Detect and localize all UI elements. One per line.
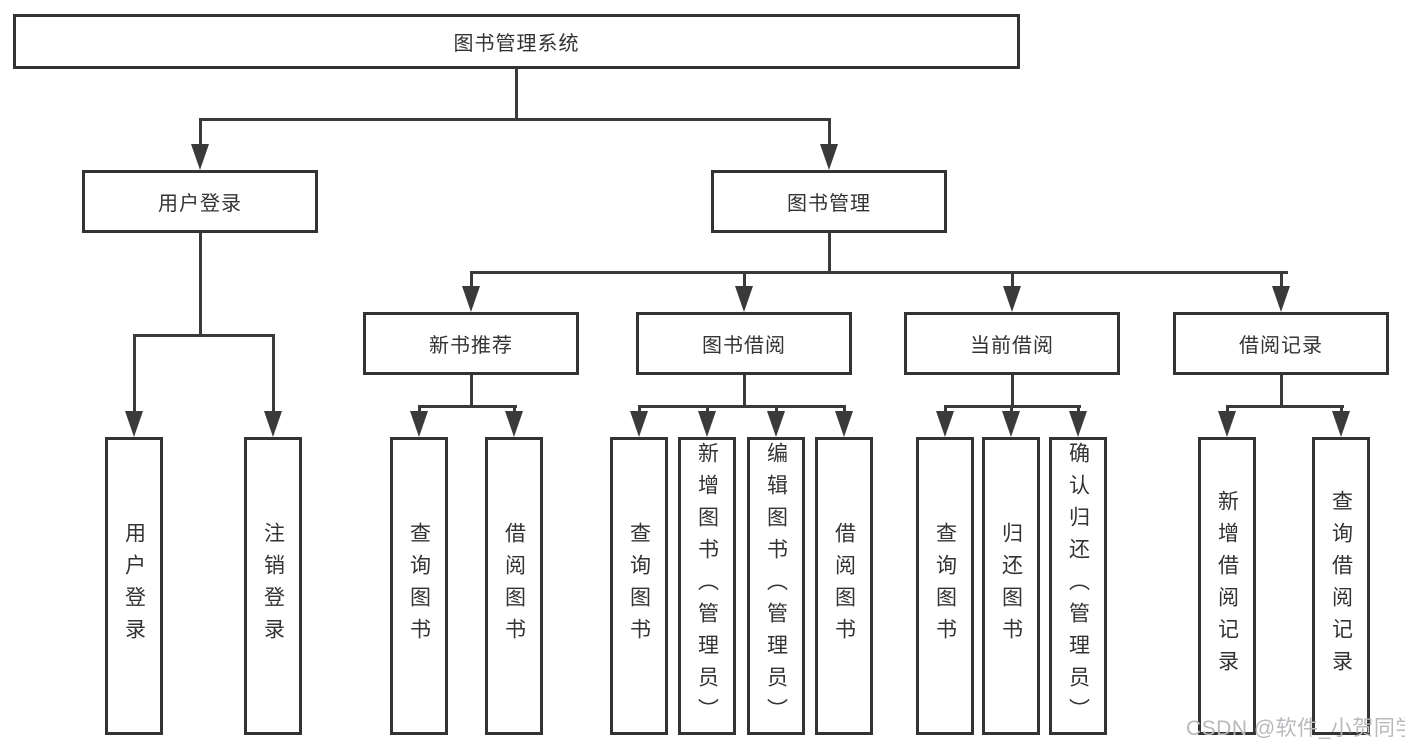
connector-stem — [271, 335, 275, 415]
connector-arrowhead — [835, 411, 853, 437]
connector-stem — [514, 69, 518, 119]
connector-arrowhead — [505, 411, 523, 437]
watermark: CSDN @软件_小贺同学 — [1186, 717, 1405, 740]
connector-stem — [1009, 406, 1013, 414]
connector-stem — [705, 406, 709, 414]
connector-stem — [198, 119, 202, 150]
connector-stem — [637, 406, 641, 414]
connector-stem — [842, 406, 846, 414]
connector-stem — [943, 406, 947, 414]
leaf-query-books-borrow: 查询图书 — [610, 437, 668, 735]
node-current-borrow-label: 当前借阅 — [970, 335, 1054, 357]
node-book-borrow: 图书借阅 — [636, 312, 852, 375]
node-borrow-records-label: 借阅记录 — [1239, 335, 1323, 357]
connector-stem — [1225, 406, 1229, 414]
connector-arrowhead — [125, 411, 143, 437]
connector-arrowhead — [462, 286, 480, 312]
node-root-label: 图书管理系统 — [453, 33, 580, 55]
connector-stem — [132, 335, 136, 415]
connector-stem — [1010, 272, 1014, 288]
connector-stem — [827, 119, 831, 150]
node-current-borrow: 当前借阅 — [904, 312, 1120, 375]
node-new-book-recommend-label: 新书推荐 — [429, 335, 513, 357]
connector-bar — [417, 404, 517, 408]
node-book-management: 图书管理 — [711, 170, 947, 233]
connector-arrowhead — [191, 144, 209, 170]
leaf-confirm-return-admin: 确认归还（管理员） — [1049, 437, 1107, 735]
connector-stem — [1339, 406, 1343, 414]
connector-stem — [742, 375, 746, 407]
connector-arrowhead — [410, 411, 428, 437]
connector-bar — [132, 333, 275, 337]
leaf-return-book-label: 归还图书 — [999, 522, 1023, 650]
leaf-add-book-admin-label: 新增图书（管理员） — [695, 442, 719, 730]
connector-stem — [512, 406, 516, 414]
leaf-user-login-label: 用户登录 — [122, 522, 146, 650]
connector-stem — [1279, 272, 1283, 288]
connector-arrowhead — [767, 411, 785, 437]
connector-arrowhead — [1002, 411, 1020, 437]
leaf-query-books-current: 查询图书 — [916, 437, 974, 735]
connector-stem — [1010, 375, 1014, 407]
leaf-borrow-books-recommend: 借阅图书 — [485, 437, 543, 735]
connector-arrowhead — [264, 411, 282, 437]
connector-arrowhead — [936, 411, 954, 437]
leaf-user-login: 用户登录 — [105, 437, 163, 735]
leaf-edit-book-admin-label: 编辑图书（管理员） — [764, 442, 788, 730]
connector-stem — [417, 406, 421, 414]
connector-arrowhead — [1218, 411, 1236, 437]
node-borrow-records: 借阅记录 — [1173, 312, 1389, 375]
connector-arrowhead — [820, 144, 838, 170]
leaf-add-book-admin: 新增图书（管理员） — [678, 437, 736, 735]
connector-stem — [469, 272, 473, 288]
connector-bar — [637, 404, 846, 408]
leaf-query-books-borrow-label: 查询图书 — [627, 522, 651, 650]
leaf-borrow-books: 借阅图书 — [815, 437, 873, 735]
node-book-borrow-label: 图书借阅 — [702, 335, 786, 357]
leaf-query-books-current-label: 查询图书 — [933, 522, 957, 650]
leaf-query-borrow-record: 查询借阅记录 — [1312, 437, 1370, 735]
leaf-query-borrow-record-label: 查询借阅记录 — [1329, 490, 1353, 682]
node-user-login: 用户登录 — [82, 170, 318, 233]
connector-stem — [1076, 406, 1080, 414]
leaf-return-book: 归还图书 — [982, 437, 1040, 735]
leaf-add-borrow-record: 新增借阅记录 — [1198, 437, 1256, 735]
leaf-borrow-books-recommend-label: 借阅图书 — [502, 522, 526, 650]
connector-arrowhead — [698, 411, 716, 437]
connector-stem — [198, 233, 202, 336]
connector-arrowhead — [1272, 286, 1290, 312]
node-user-login-label: 用户登录 — [158, 193, 242, 215]
connector-arrowhead — [735, 286, 753, 312]
connector-stem — [742, 272, 746, 288]
connector-arrowhead — [1003, 286, 1021, 312]
leaf-add-borrow-record-label: 新增借阅记录 — [1215, 490, 1239, 682]
node-book-management-label: 图书管理 — [787, 193, 871, 215]
connector-arrowhead — [1332, 411, 1350, 437]
leaf-query-books-recommend: 查询图书 — [390, 437, 448, 735]
leaf-confirm-return-admin-label: 确认归还（管理员） — [1066, 442, 1090, 730]
connector-stem — [1279, 375, 1283, 407]
leaf-edit-book-admin: 编辑图书（管理员） — [747, 437, 805, 735]
connector-stem — [774, 406, 778, 414]
connector-stem — [827, 233, 831, 273]
connector-bar — [469, 270, 1288, 274]
connector-stem — [469, 375, 473, 407]
connector-bar — [198, 117, 831, 121]
node-new-book-recommend: 新书推荐 — [363, 312, 579, 375]
leaf-logout-label: 注销登录 — [261, 522, 285, 650]
leaf-borrow-books-label: 借阅图书 — [832, 522, 856, 650]
connector-arrowhead — [630, 411, 648, 437]
leaf-query-books-recommend-label: 查询图书 — [407, 522, 431, 650]
connector-arrowhead — [1069, 411, 1087, 437]
node-root: 图书管理系统 — [13, 14, 1020, 69]
connector-bar — [1225, 404, 1344, 408]
leaf-logout: 注销登录 — [244, 437, 302, 735]
